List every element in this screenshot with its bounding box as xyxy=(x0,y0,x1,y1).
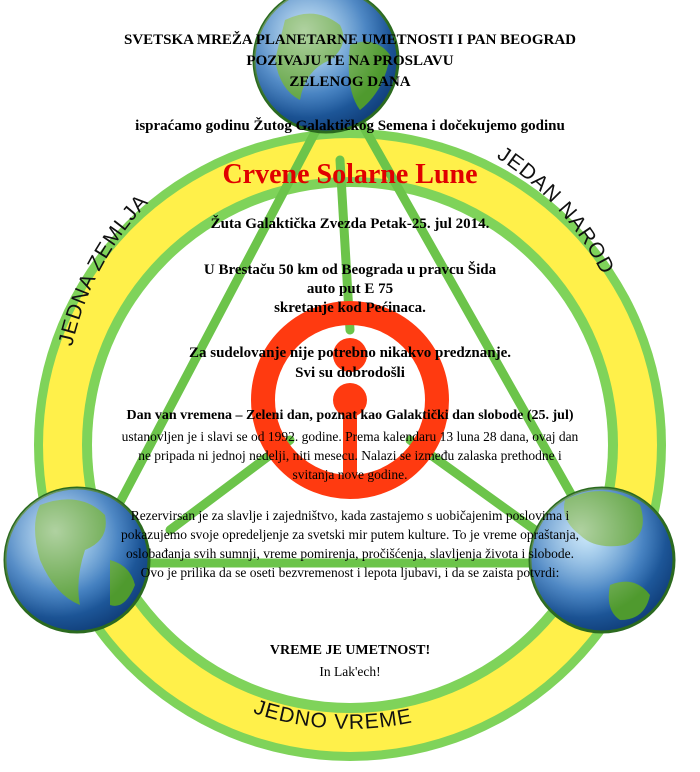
intro-line: ispraćamo godinu Žutog Galaktičkog Semen… xyxy=(135,118,565,134)
globe-icon xyxy=(528,486,676,634)
closing-line-2: In Lak'ech! xyxy=(319,664,381,679)
description-line-4: svitanja nove godine. xyxy=(292,467,408,482)
location-line-2: auto put E 75 xyxy=(306,281,394,297)
paragraph2-line-3: oslobađanja svih sumnji, vreme pomirenja… xyxy=(125,546,574,561)
welcome-line-1: Za sudelovanje nije potrebno nikakvo pre… xyxy=(189,345,511,361)
description-line-3: ne pripada ni jednoj nedelji, niti mesec… xyxy=(138,448,562,463)
location-line-3: skretanje kod Pećinaca. xyxy=(274,300,426,316)
description-line-2: ustanovljen je i slavi se od 1992. godin… xyxy=(121,429,579,444)
header-line-3: ZELENOG DANA xyxy=(289,74,411,90)
solar-moon-symbol-icon xyxy=(251,301,449,499)
main-title: Crvene Solarne Lune xyxy=(222,159,478,190)
description-bold-line: Dan van vremena – Zeleni dan, poznat kao… xyxy=(126,408,574,423)
globe-icon xyxy=(252,0,400,134)
welcome-line-2: Svi su dobrodošli xyxy=(295,365,405,381)
closing-line-1: VREME JE UMETNOST! xyxy=(269,643,431,658)
paragraph2-line-4: Ovo je prilika da se oseti bezvremenost … xyxy=(140,565,560,580)
header-line-2: POZIVAJU TE NA PROSLAVU xyxy=(246,53,454,69)
globe-icon xyxy=(3,486,151,634)
header-line-1: SVETSKA MREŽA PLANETARNE UMETNOSTI I PAN… xyxy=(123,32,576,48)
location-line-1: U Brestaču 50 km od Beograda u pravcu Ši… xyxy=(203,262,497,278)
date-line: Žuta Galaktička Zvezda Petak-25. jul 201… xyxy=(210,216,490,232)
paragraph2-line-1: Rezervirsan je za slavlje i zajedništvo,… xyxy=(130,508,570,523)
paragraph2-line-2: pokazujemo svoje opredeljenje za svetski… xyxy=(120,527,580,542)
